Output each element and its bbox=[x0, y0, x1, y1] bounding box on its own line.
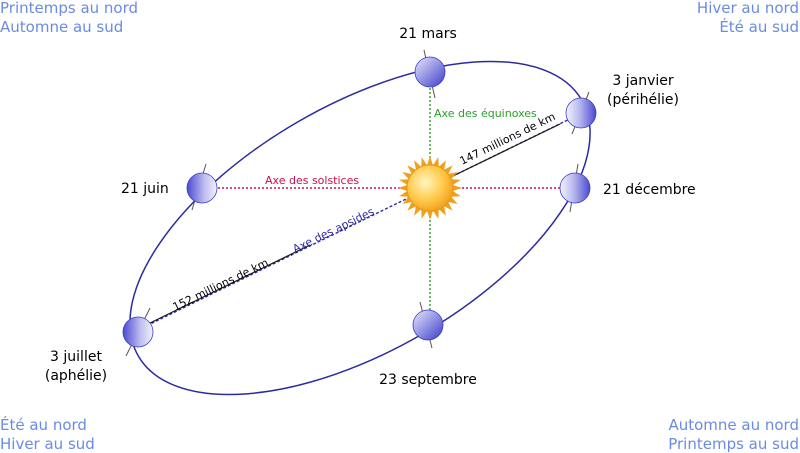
label-january-date: 3 janvier bbox=[612, 73, 673, 89]
apsides-axis-solid-segment-2 bbox=[149, 244, 311, 324]
label-december: 21 décembre bbox=[603, 182, 696, 198]
label-september: 23 septembre bbox=[379, 372, 477, 388]
corner-bottom-left-line2: Hiver au sud bbox=[0, 435, 95, 453]
label-july-date: 3 juillet bbox=[50, 349, 102, 365]
corner-top-right-line1: Hiver au nord bbox=[697, 0, 799, 17]
corner-top-right-line2: Été au sud bbox=[719, 17, 799, 36]
orbit-ellipse bbox=[129, 60, 591, 396]
corner-bottom-left-line1: Été au nord bbox=[0, 415, 87, 434]
label-july-note: (aphélie) bbox=[45, 368, 107, 384]
label-june: 21 juin bbox=[121, 181, 169, 197]
planet-september bbox=[412, 301, 444, 349]
apsides-axis-solid-segment bbox=[454, 123, 561, 176]
corner-bottom-right-line1: Automne au nord bbox=[668, 416, 799, 434]
label-march: 21 mars bbox=[399, 26, 457, 42]
planet-june bbox=[186, 163, 218, 211]
label-january-note: (périhélie) bbox=[607, 92, 679, 108]
solstice-axis-label: Axe des solstices bbox=[265, 174, 359, 187]
planet-january bbox=[565, 91, 597, 135]
corner-top-left-line1: Printemps au nord bbox=[0, 0, 138, 17]
equinox-axis-label: Axe des équinoxes bbox=[434, 107, 537, 120]
corner-top-left-line2: Automne au sud bbox=[0, 18, 123, 36]
planet-december bbox=[559, 163, 591, 213]
corner-bottom-right-line2: Printemps au sud bbox=[668, 435, 799, 453]
planet-march bbox=[414, 49, 446, 99]
sun bbox=[398, 156, 462, 220]
aphelion-distance-label: 152 millions de km bbox=[171, 256, 271, 314]
apsides-axis-label: Axe des apsides bbox=[291, 205, 377, 256]
planet-july bbox=[122, 307, 154, 357]
